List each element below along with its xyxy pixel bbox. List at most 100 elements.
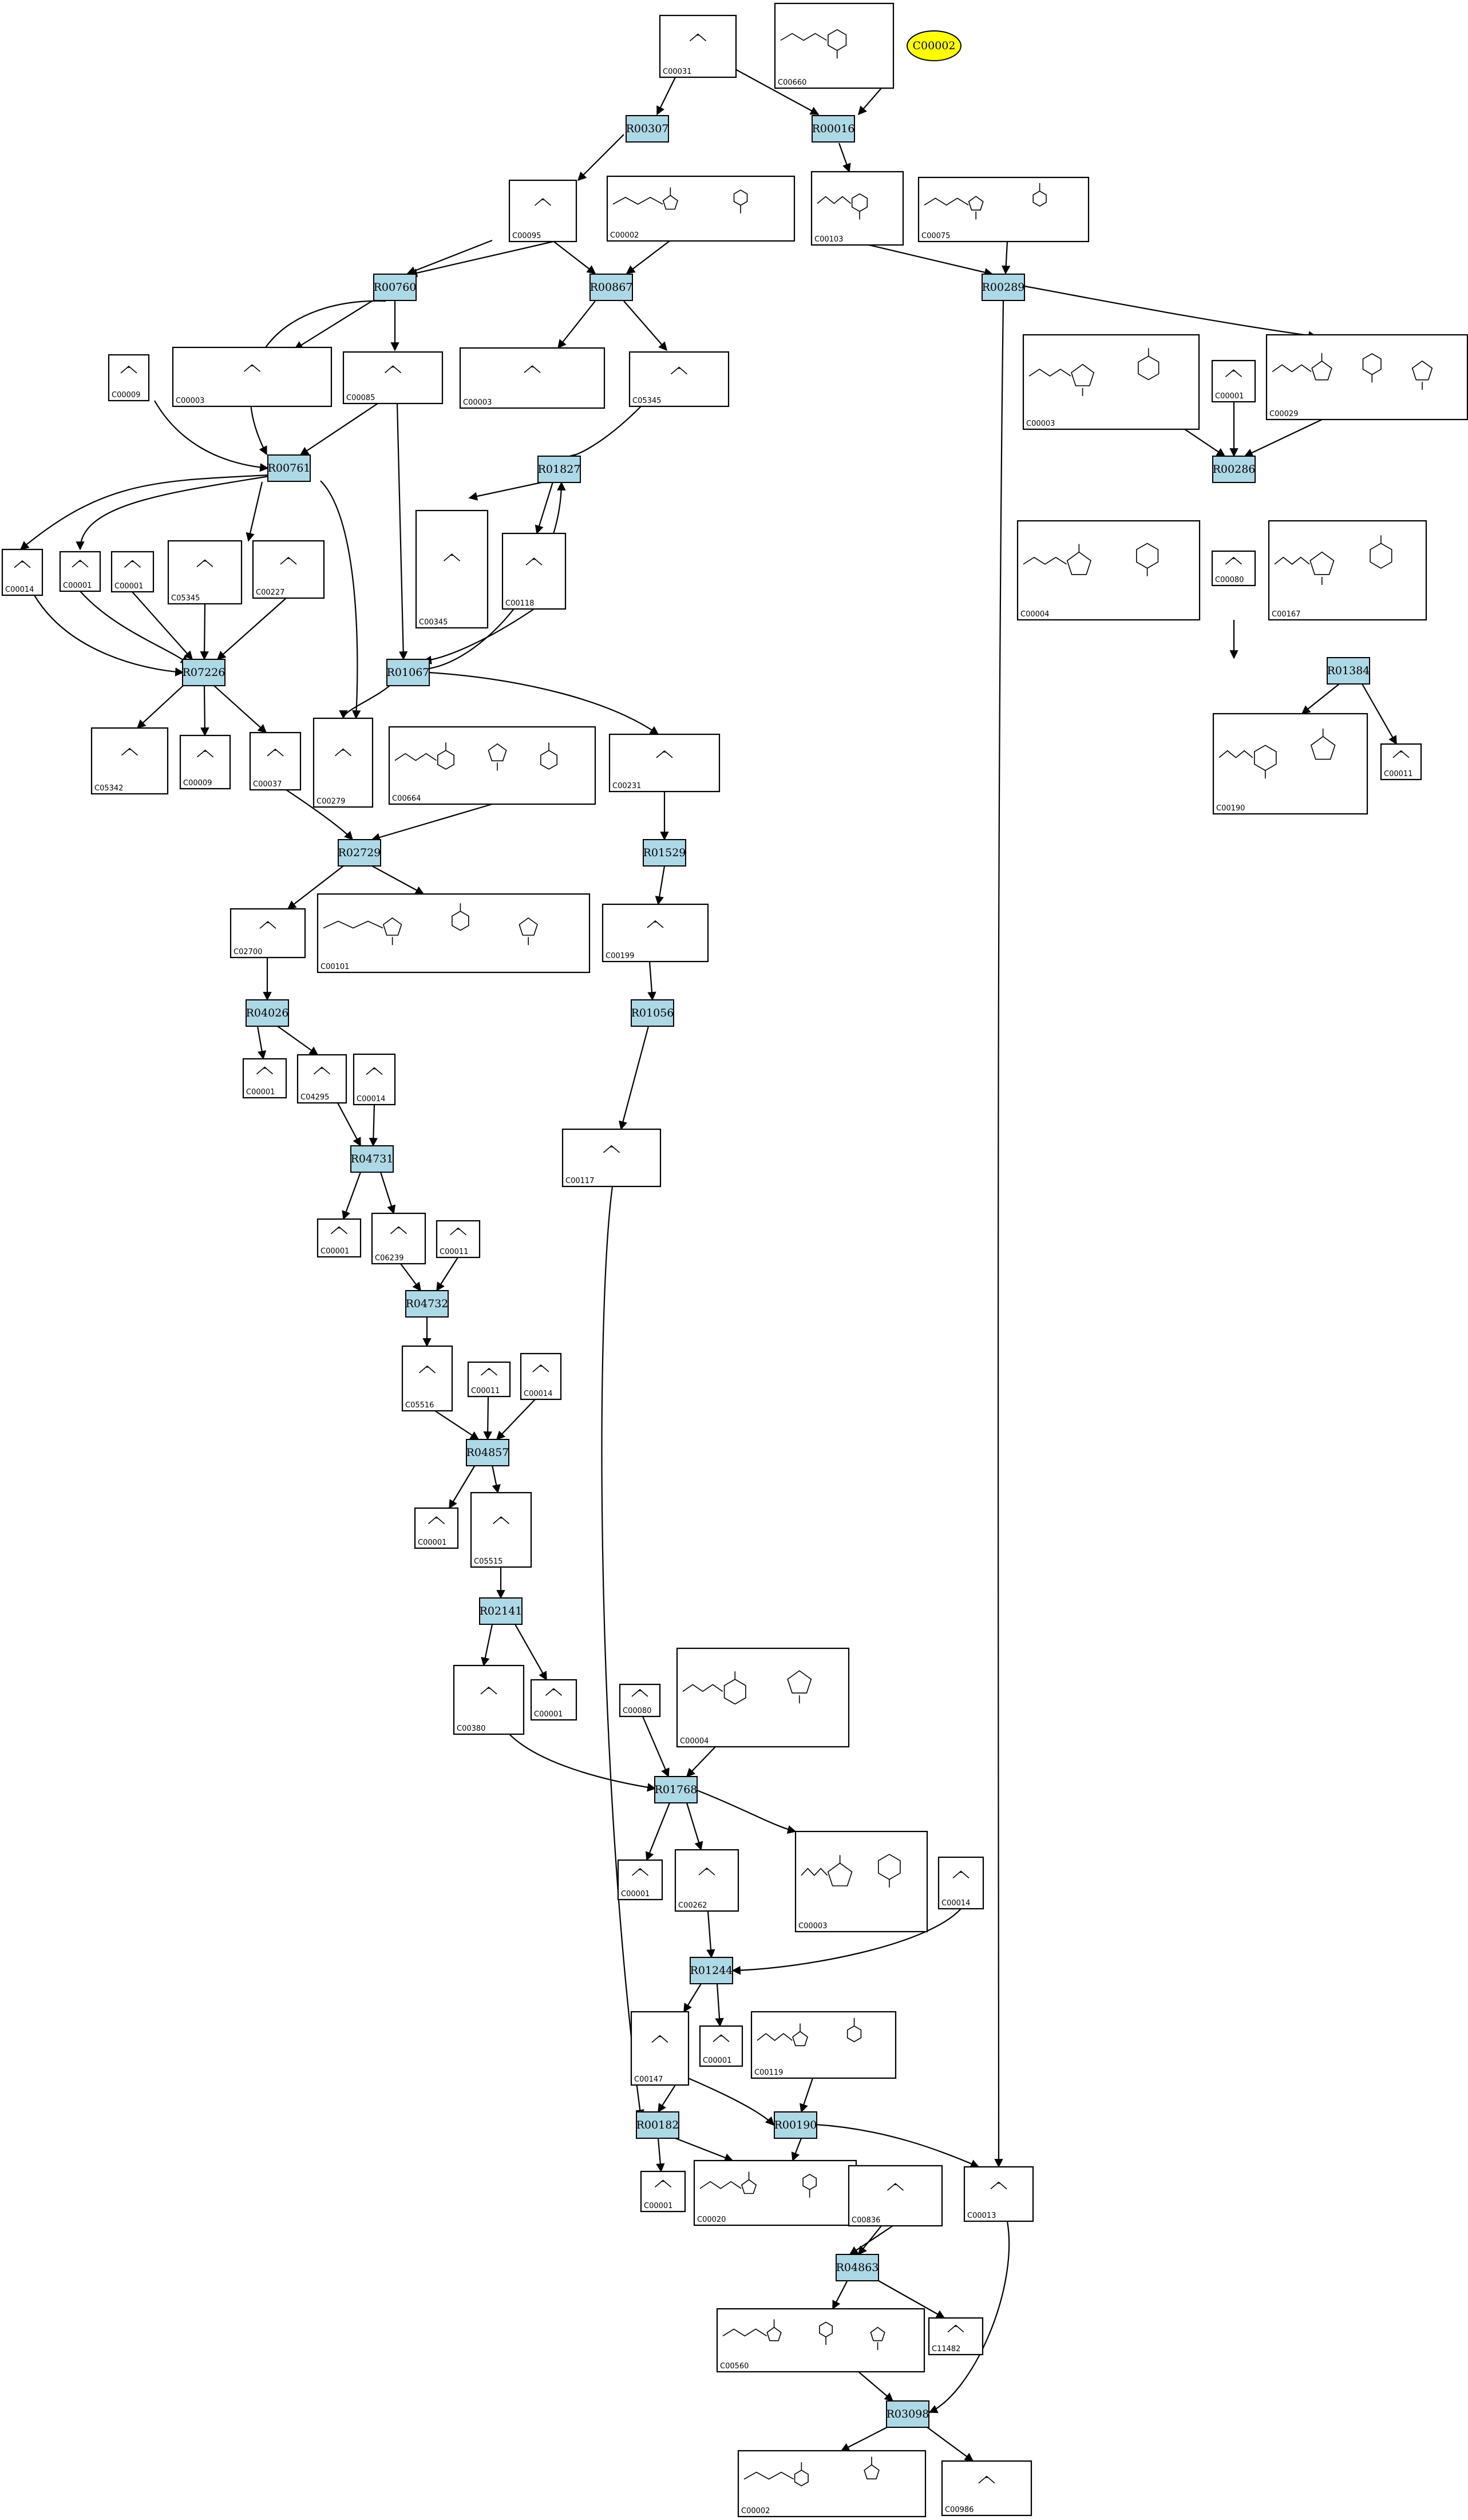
compound-node[interactable]: C00660 xyxy=(774,2,895,89)
reaction-node[interactable]: R04026 xyxy=(246,999,289,1027)
reaction-node[interactable]: R01384 xyxy=(1327,657,1370,685)
compound-node[interactable]: C00014 xyxy=(520,1352,562,1401)
compound-node[interactable]: C00029 xyxy=(1265,334,1468,421)
compound-node[interactable]: C04295 xyxy=(296,1054,347,1104)
compound-node[interactable]: C00013 xyxy=(963,2166,1034,2222)
compound-node[interactable]: C00279 xyxy=(312,717,374,808)
molecule-sketch xyxy=(449,1227,467,1236)
compound-node[interactable]: C00836 xyxy=(848,2165,943,2227)
compound-node[interactable]: C00119 xyxy=(750,2011,897,2079)
compound-node[interactable]: C00001 xyxy=(699,2025,743,2067)
compound-node[interactable]: C00001 xyxy=(617,1859,663,1901)
compound-node[interactable]: C05515 xyxy=(470,1492,532,1568)
reaction-node[interactable]: R00289 xyxy=(982,274,1025,301)
compound-node[interactable]: C00011 xyxy=(467,1361,511,1398)
compound-node[interactable]: C00001 xyxy=(316,1218,362,1258)
compound-node[interactable]: C00227 xyxy=(252,540,325,599)
compound-node[interactable]: C00001 xyxy=(414,1507,459,1549)
compound-node[interactable]: C05342 xyxy=(90,727,169,795)
highlight-compound[interactable]: C00002 xyxy=(907,30,961,61)
compound-node[interactable]: C00167 xyxy=(1268,520,1427,621)
reaction-node[interactable]: R07226 xyxy=(182,659,225,686)
compound-node[interactable]: C00009 xyxy=(108,354,150,402)
reaction-node[interactable]: R00307 xyxy=(626,115,669,143)
compound-node[interactable]: C00199 xyxy=(602,903,709,963)
molecule-ring xyxy=(437,750,454,770)
molecule-sketch xyxy=(334,748,352,757)
reaction-node[interactable]: R01067 xyxy=(386,659,430,686)
compound-node[interactable]: C00003 xyxy=(794,1830,928,1933)
reaction-node[interactable]: R00016 xyxy=(812,115,855,143)
edge-36 xyxy=(213,685,267,734)
compound-node[interactable]: C00117 xyxy=(561,1128,662,1188)
compound-node[interactable]: C00103 xyxy=(810,171,904,246)
compound-node[interactable]: C00003 xyxy=(459,347,606,409)
compound-node[interactable]: C00001 xyxy=(242,1058,287,1099)
reaction-node[interactable]: R04732 xyxy=(405,1290,449,1318)
compound-node[interactable]: C00080 xyxy=(619,1683,661,1718)
compound-node[interactable]: C00014 xyxy=(1,548,43,596)
edge-67 xyxy=(449,1465,476,1509)
edge-64 xyxy=(434,1410,480,1440)
compound-node[interactable]: C00380 xyxy=(453,1664,525,1735)
compound-node[interactable]: C02700 xyxy=(230,908,306,959)
compound-node[interactable]: C00014 xyxy=(937,1856,984,1910)
compound-node[interactable]: C00020 xyxy=(693,2159,857,2226)
reaction-node[interactable]: R02141 xyxy=(479,1597,523,1625)
compound-node[interactable]: C00011 xyxy=(1380,743,1422,781)
compound-node[interactable]: C00560 xyxy=(716,2308,925,2373)
compound-node[interactable]: C00664 xyxy=(388,726,596,805)
compound-node[interactable]: C00001 xyxy=(59,551,101,592)
compound-node[interactable]: C00075 xyxy=(917,176,1090,243)
compound-node[interactable]: C00080 xyxy=(1211,550,1256,587)
compound-node[interactable]: C05516 xyxy=(401,1345,453,1412)
compound-node[interactable]: C00001 xyxy=(640,2170,686,2213)
compound-node[interactable]: C00001 xyxy=(1211,359,1256,403)
compound-node[interactable]: C00002 xyxy=(606,175,796,242)
reaction-node[interactable]: R00190 xyxy=(774,2111,817,2139)
reaction-node[interactable]: R00182 xyxy=(636,2111,679,2139)
compound-node[interactable]: C11482 xyxy=(928,2317,984,2356)
compound-node[interactable]: C05345 xyxy=(628,351,730,408)
compound-node[interactable]: C00101 xyxy=(316,893,591,974)
compound-node[interactable]: C00003 xyxy=(172,346,333,408)
compound-node[interactable]: C00004 xyxy=(676,1647,850,1748)
compound-node[interactable]: C00001 xyxy=(110,551,155,593)
compound-node[interactable]: C00345 xyxy=(415,509,489,629)
reaction-node[interactable]: R03098 xyxy=(886,2400,929,2428)
reaction-node[interactable]: R01244 xyxy=(690,1957,733,1984)
compound-node[interactable]: C00011 xyxy=(436,1220,481,1259)
compound-node[interactable]: C00009 xyxy=(179,734,231,790)
compound-node[interactable]: C00118 xyxy=(501,532,567,610)
compound-node[interactable]: C00095 xyxy=(508,179,577,243)
reaction-node[interactable]: R04863 xyxy=(836,2254,879,2281)
reaction-node[interactable]: R02729 xyxy=(338,839,381,867)
compound-node[interactable]: C00147 xyxy=(630,2011,690,2086)
compound-node[interactable]: C00004 xyxy=(1016,520,1201,621)
compound-node[interactable]: C00262 xyxy=(674,1849,739,1912)
reaction-node[interactable]: R04731 xyxy=(350,1145,394,1173)
reaction-node[interactable]: R01529 xyxy=(643,839,686,867)
reaction-node[interactable]: R00867 xyxy=(589,274,633,301)
compound-node[interactable]: C06239 xyxy=(371,1212,426,1265)
compound-node[interactable]: C00986 xyxy=(941,2460,1032,2517)
reaction-node[interactable]: R00760 xyxy=(373,274,417,301)
compound-node[interactable]: C00003 xyxy=(1022,334,1200,430)
reaction-node[interactable]: R01827 xyxy=(537,456,581,483)
compound-node[interactable]: C00190 xyxy=(1212,713,1368,815)
compound-node[interactable]: C00014 xyxy=(353,1053,396,1106)
edge-31 xyxy=(132,591,193,660)
compound-node[interactable]: C00001 xyxy=(530,1679,577,1721)
reaction-node[interactable]: R00286 xyxy=(1212,456,1256,483)
reaction-node[interactable]: R01768 xyxy=(654,1776,698,1803)
reaction-id: R00761 xyxy=(268,462,311,474)
reaction-node[interactable]: R04857 xyxy=(466,1439,509,1466)
reaction-node[interactable]: R00761 xyxy=(267,454,311,482)
compound-node[interactable]: C00002 xyxy=(737,2450,927,2518)
compound-node[interactable]: C05345 xyxy=(167,540,243,605)
compound-node[interactable]: C00031 xyxy=(659,14,737,78)
reaction-node[interactable]: R01056 xyxy=(631,999,674,1027)
compound-node[interactable]: C00037 xyxy=(249,731,302,791)
compound-node[interactable]: C00231 xyxy=(608,733,721,793)
compound-node[interactable]: C00085 xyxy=(342,351,444,405)
